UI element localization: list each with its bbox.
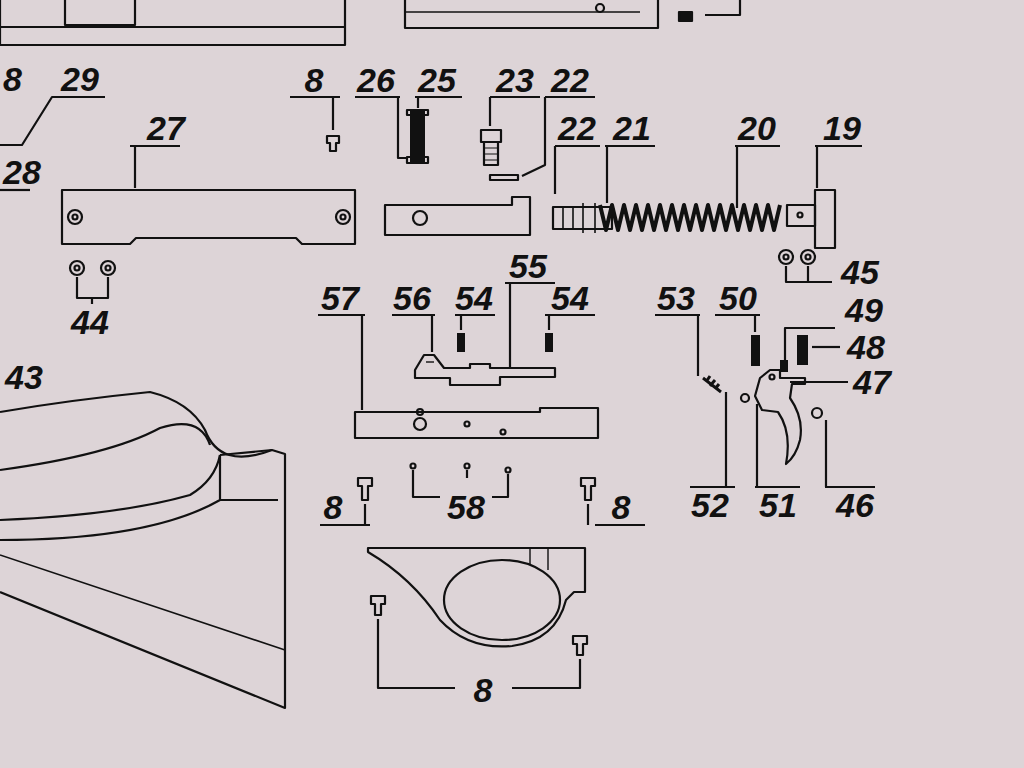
callout-number: 8 bbox=[612, 490, 631, 524]
callout-number: 25 bbox=[418, 63, 456, 97]
callout-number: 45 bbox=[841, 255, 879, 289]
callout-number: 22 bbox=[558, 111, 596, 145]
callout-number: 46 bbox=[836, 488, 874, 522]
callout-number: 52 bbox=[691, 488, 729, 522]
callout-number: 47 bbox=[853, 365, 891, 399]
callout-number: 19 bbox=[823, 111, 861, 145]
callout-number: 26 bbox=[357, 63, 395, 97]
callout-number: 8 bbox=[3, 62, 22, 96]
callout-number: 29 bbox=[61, 62, 99, 96]
callout-number: 8 bbox=[474, 673, 493, 707]
callout-number: 54 bbox=[455, 281, 493, 315]
callout-number: 53 bbox=[657, 281, 695, 315]
callout-number: 43 bbox=[5, 360, 43, 394]
callout-number: 55 bbox=[509, 249, 547, 283]
callout-number: 49 bbox=[845, 293, 883, 327]
callout-number: 21 bbox=[613, 111, 651, 145]
callout-number: 50 bbox=[719, 281, 757, 315]
callout-number: 44 bbox=[71, 305, 109, 339]
callout-number: 23 bbox=[496, 63, 534, 97]
callout-number: 58 bbox=[447, 490, 485, 524]
callout-number: 48 bbox=[847, 330, 885, 364]
callout-number: 20 bbox=[738, 111, 776, 145]
callout-number: 27 bbox=[147, 111, 185, 145]
callout-number: 8 bbox=[324, 490, 343, 524]
callout-number: 28 bbox=[3, 155, 41, 189]
callout-number: 57 bbox=[321, 281, 359, 315]
callout-number: 8 bbox=[305, 63, 324, 97]
callout-number: 54 bbox=[551, 281, 589, 315]
callout-number: 51 bbox=[759, 488, 797, 522]
callout-number: 22 bbox=[551, 63, 589, 97]
callout-number: 56 bbox=[393, 281, 431, 315]
